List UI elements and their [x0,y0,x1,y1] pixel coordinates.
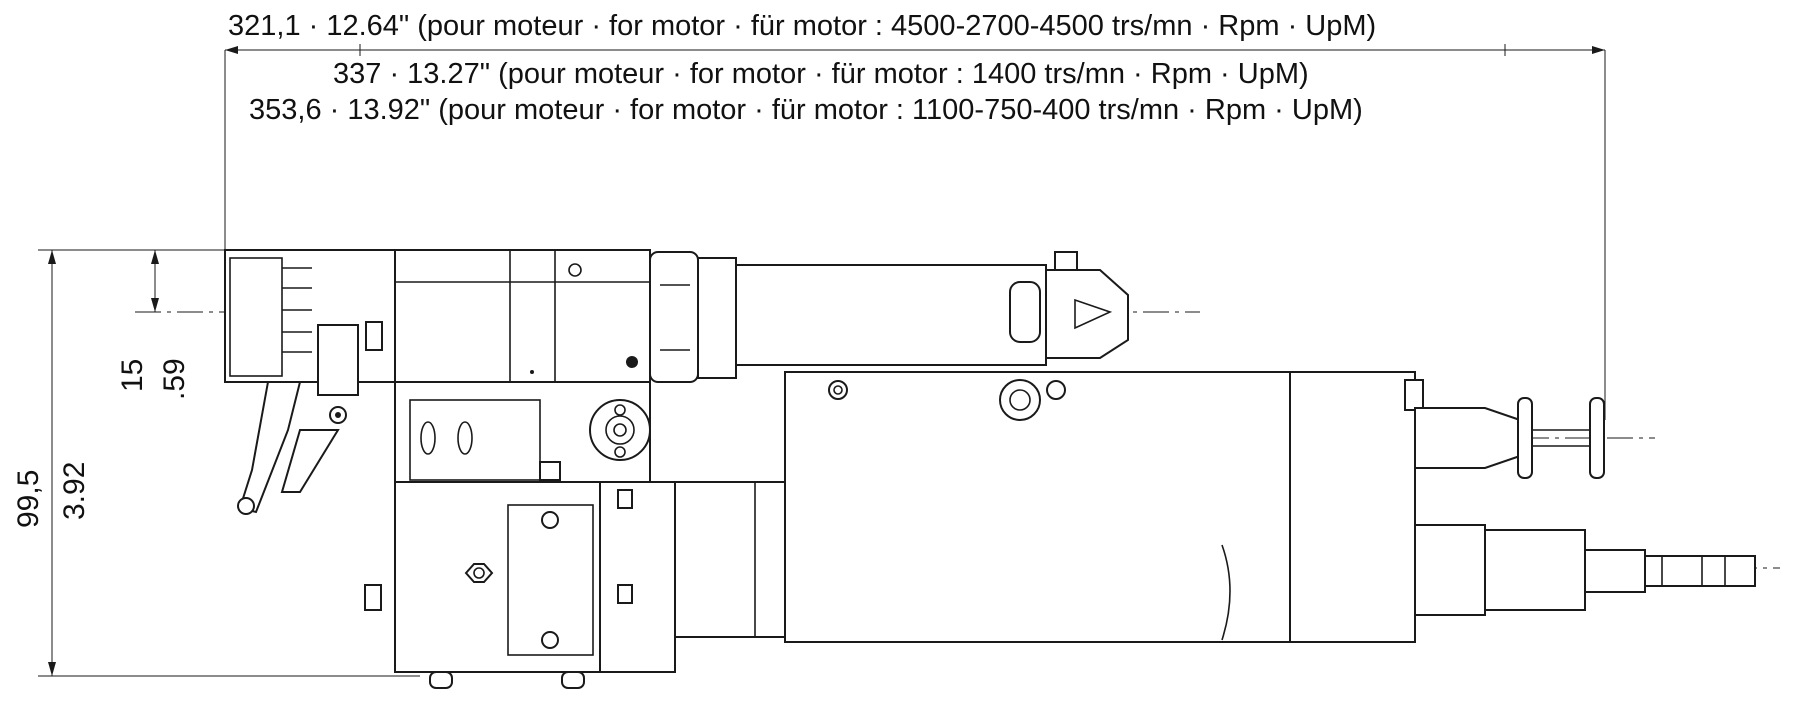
handle-block [224,249,396,515]
offset-dimension-mm: 15 [116,358,149,392]
main-housing [394,249,651,483]
upper-cylinder [649,251,1129,383]
right-fittings [1414,397,1756,616]
height-dimension-in: 3.92 [58,461,91,520]
height-dimension-mm: 99,5 [12,469,45,528]
length-dimension-short: 321,1 · 12.64" (pour moteur · for motor … [228,10,1377,42]
length-dimension-mid: 337 · 13.27" (pour moteur · for motor · … [333,58,1309,90]
height-dimension-lines [38,249,420,677]
lower-housing [364,481,676,689]
length-dimension-long: 353,6 · 13.92" (pour moteur · for motor … [249,94,1363,126]
motor-body [674,371,1424,643]
length-dimension-lines [224,44,1606,420]
offset-dimension-in: .59 [158,358,191,400]
